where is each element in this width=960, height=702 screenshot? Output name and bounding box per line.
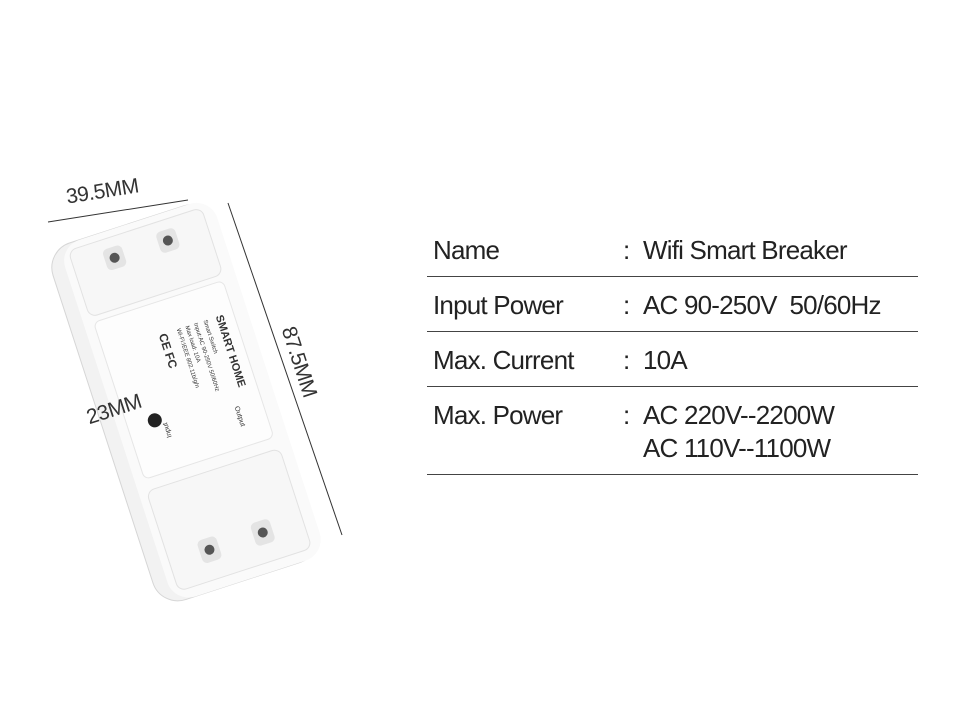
screw-icon — [197, 536, 222, 563]
length-dimension-line — [227, 202, 343, 536]
width-dimension-line — [47, 199, 189, 223]
spec-row-input-power: Input Power : AC 90-250V 50/60Hz — [427, 277, 918, 332]
spec-value-group: AC 220V--2200W AC 110V--1100W — [643, 399, 918, 465]
spec-table: Name : Wifi Smart Breaker Input Power : … — [427, 222, 918, 475]
input-label: Input — [162, 421, 173, 438]
pairing-button — [147, 413, 162, 428]
spec-row-max-current: Max. Current : 10A — [427, 332, 918, 387]
product-image: SMART HOME Smart Switch Input:AC 90-250V… — [47, 199, 343, 602]
spec-label: Max. Current — [433, 345, 574, 375]
screw-icon — [156, 228, 180, 253]
label-panel — [94, 281, 273, 479]
spec-label: Name — [433, 235, 500, 265]
spec-value: AC 220V--2200W — [643, 400, 835, 430]
spec-row-max-power: Max. Power : AC 220V--2200W AC 110V--110… — [427, 387, 918, 475]
spec-separator: : — [623, 400, 630, 430]
spec-value: AC 90-250V 50/60Hz — [643, 290, 882, 320]
screw-icon — [103, 245, 127, 271]
spec-row-name: Name : Wifi Smart Breaker — [427, 222, 918, 277]
output-terminal-cover — [147, 449, 311, 590]
spec-separator: : — [623, 235, 630, 265]
input-terminal-cover — [69, 209, 222, 316]
spec-separator: : — [623, 345, 630, 375]
spec-label: Input Power — [433, 290, 564, 320]
spec-value: AC 110V--1100W — [643, 433, 831, 463]
spec-label: Max. Power — [433, 400, 563, 430]
screw-icon — [250, 519, 275, 546]
spec-value: 10A — [643, 345, 688, 375]
spec-separator: : — [623, 290, 630, 320]
spec-value: Wifi Smart Breaker — [643, 235, 848, 265]
